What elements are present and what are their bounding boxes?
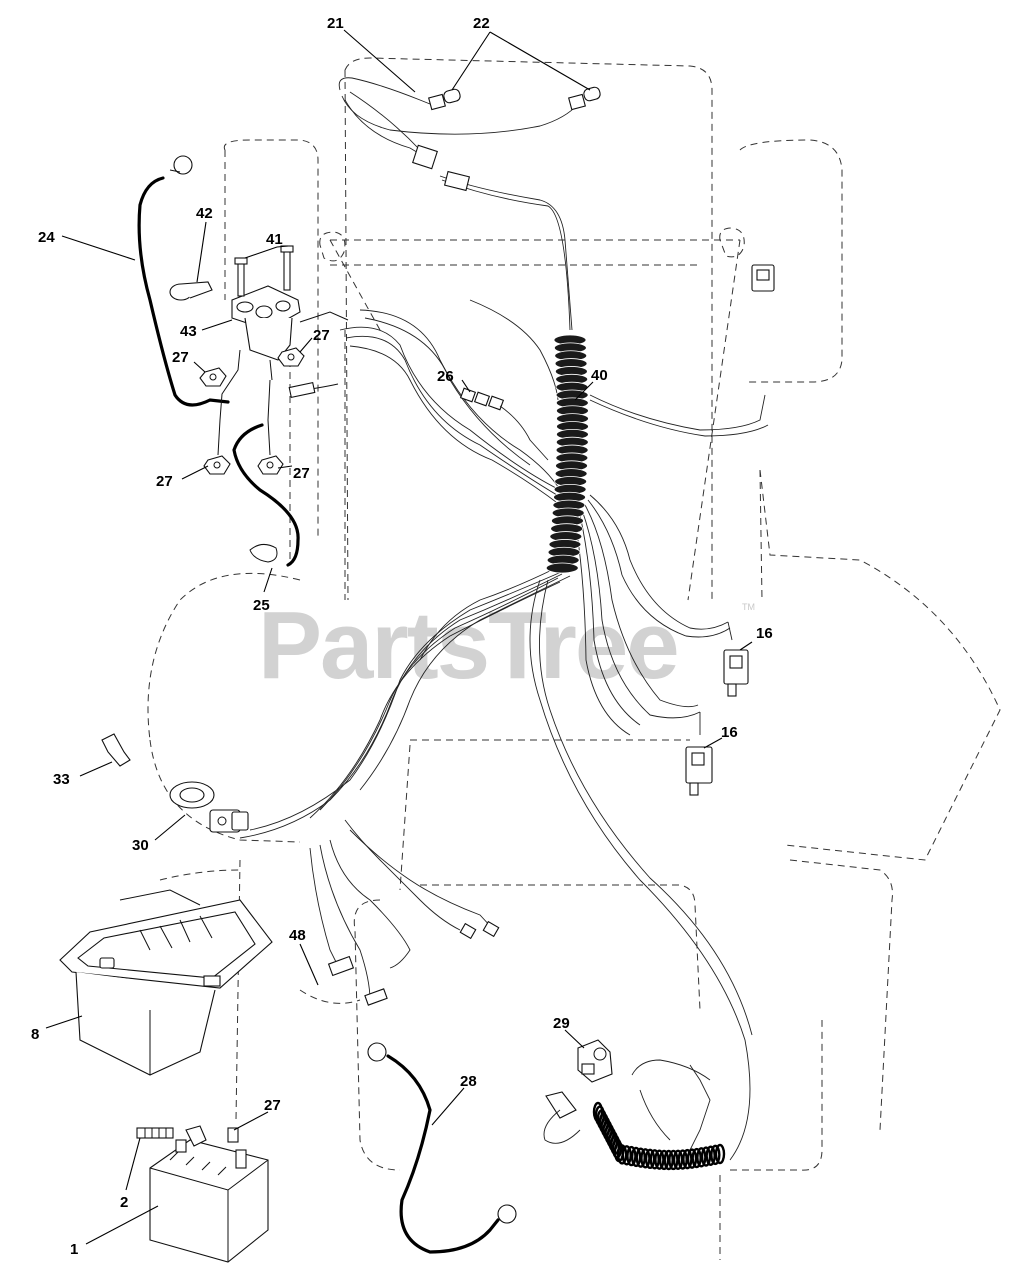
callout-2: 2: [120, 1194, 128, 1211]
bulb-icon: [568, 86, 601, 111]
callout-16-b: 16: [721, 724, 738, 741]
connector-icon: [751, 264, 775, 292]
ring-terminal-icon: [367, 1042, 387, 1062]
callout-48: 48: [289, 927, 306, 944]
connector-icon: [443, 170, 471, 192]
callout-27-d: 27: [293, 465, 310, 482]
cable-icon: [232, 423, 300, 567]
callout-27-b: 27: [172, 349, 189, 366]
callout-43: 43: [180, 323, 197, 340]
callout-22: 22: [473, 15, 490, 32]
callout-1: 1: [70, 1241, 78, 1258]
callouts: 21 22 24 42 41 43 27 27 27 27 26 40 25 1…: [31, 15, 773, 1258]
callout-26: 26: [437, 368, 454, 385]
solenoid-icon: [231, 285, 301, 381]
callout-25: 25: [253, 597, 270, 614]
callout-28: 28: [460, 1073, 477, 1090]
bolt-icon: [234, 245, 294, 297]
leader-lines: [45, 29, 753, 1245]
ring-terminal-icon: [173, 155, 193, 175]
callout-27-c: 27: [156, 473, 173, 490]
callout-27-e: 27: [264, 1097, 281, 1114]
connector-icon: [412, 144, 438, 170]
seat-switch-icon: [543, 1039, 711, 1151]
cable-icon: [137, 176, 230, 407]
coil-cord-icon: [592, 1101, 726, 1171]
headlight-harness: [338, 77, 601, 331]
split-loom-icon: [545, 334, 589, 574]
callout-16-a: 16: [756, 625, 773, 642]
callout-41: 41: [266, 231, 283, 248]
watermark-text: PartsTree: [258, 592, 678, 699]
bolt-icon: [136, 1125, 239, 1147]
battery-icon: [149, 1139, 269, 1263]
callout-42: 42: [196, 205, 213, 222]
callout-29: 29: [553, 1015, 570, 1032]
callout-30: 30: [132, 837, 149, 854]
callout-33: 33: [53, 771, 70, 788]
battery-box-icon: [59, 889, 273, 1076]
cable-icon: [386, 1054, 500, 1254]
wiring-harness-icon: [239, 299, 769, 1161]
watermark-trademark: TM: [742, 602, 755, 612]
chassis-outline: [147, 57, 1001, 1260]
bulb-icon: [428, 88, 461, 111]
connector-icon: [327, 920, 500, 1006]
callout-8: 8: [31, 1026, 39, 1043]
nut-icon: [199, 347, 305, 475]
connector-icon: [459, 387, 549, 461]
boot-icon: [169, 281, 213, 301]
ring-terminal-icon: [497, 1204, 517, 1224]
clip-icon: [101, 733, 131, 767]
callout-27-a: 27: [313, 327, 330, 344]
ignition-switch-icon: [169, 781, 249, 833]
callout-24: 24: [38, 229, 55, 246]
connector-icon: [685, 621, 749, 796]
callout-21: 21: [327, 15, 344, 32]
callout-40: 40: [591, 367, 608, 384]
